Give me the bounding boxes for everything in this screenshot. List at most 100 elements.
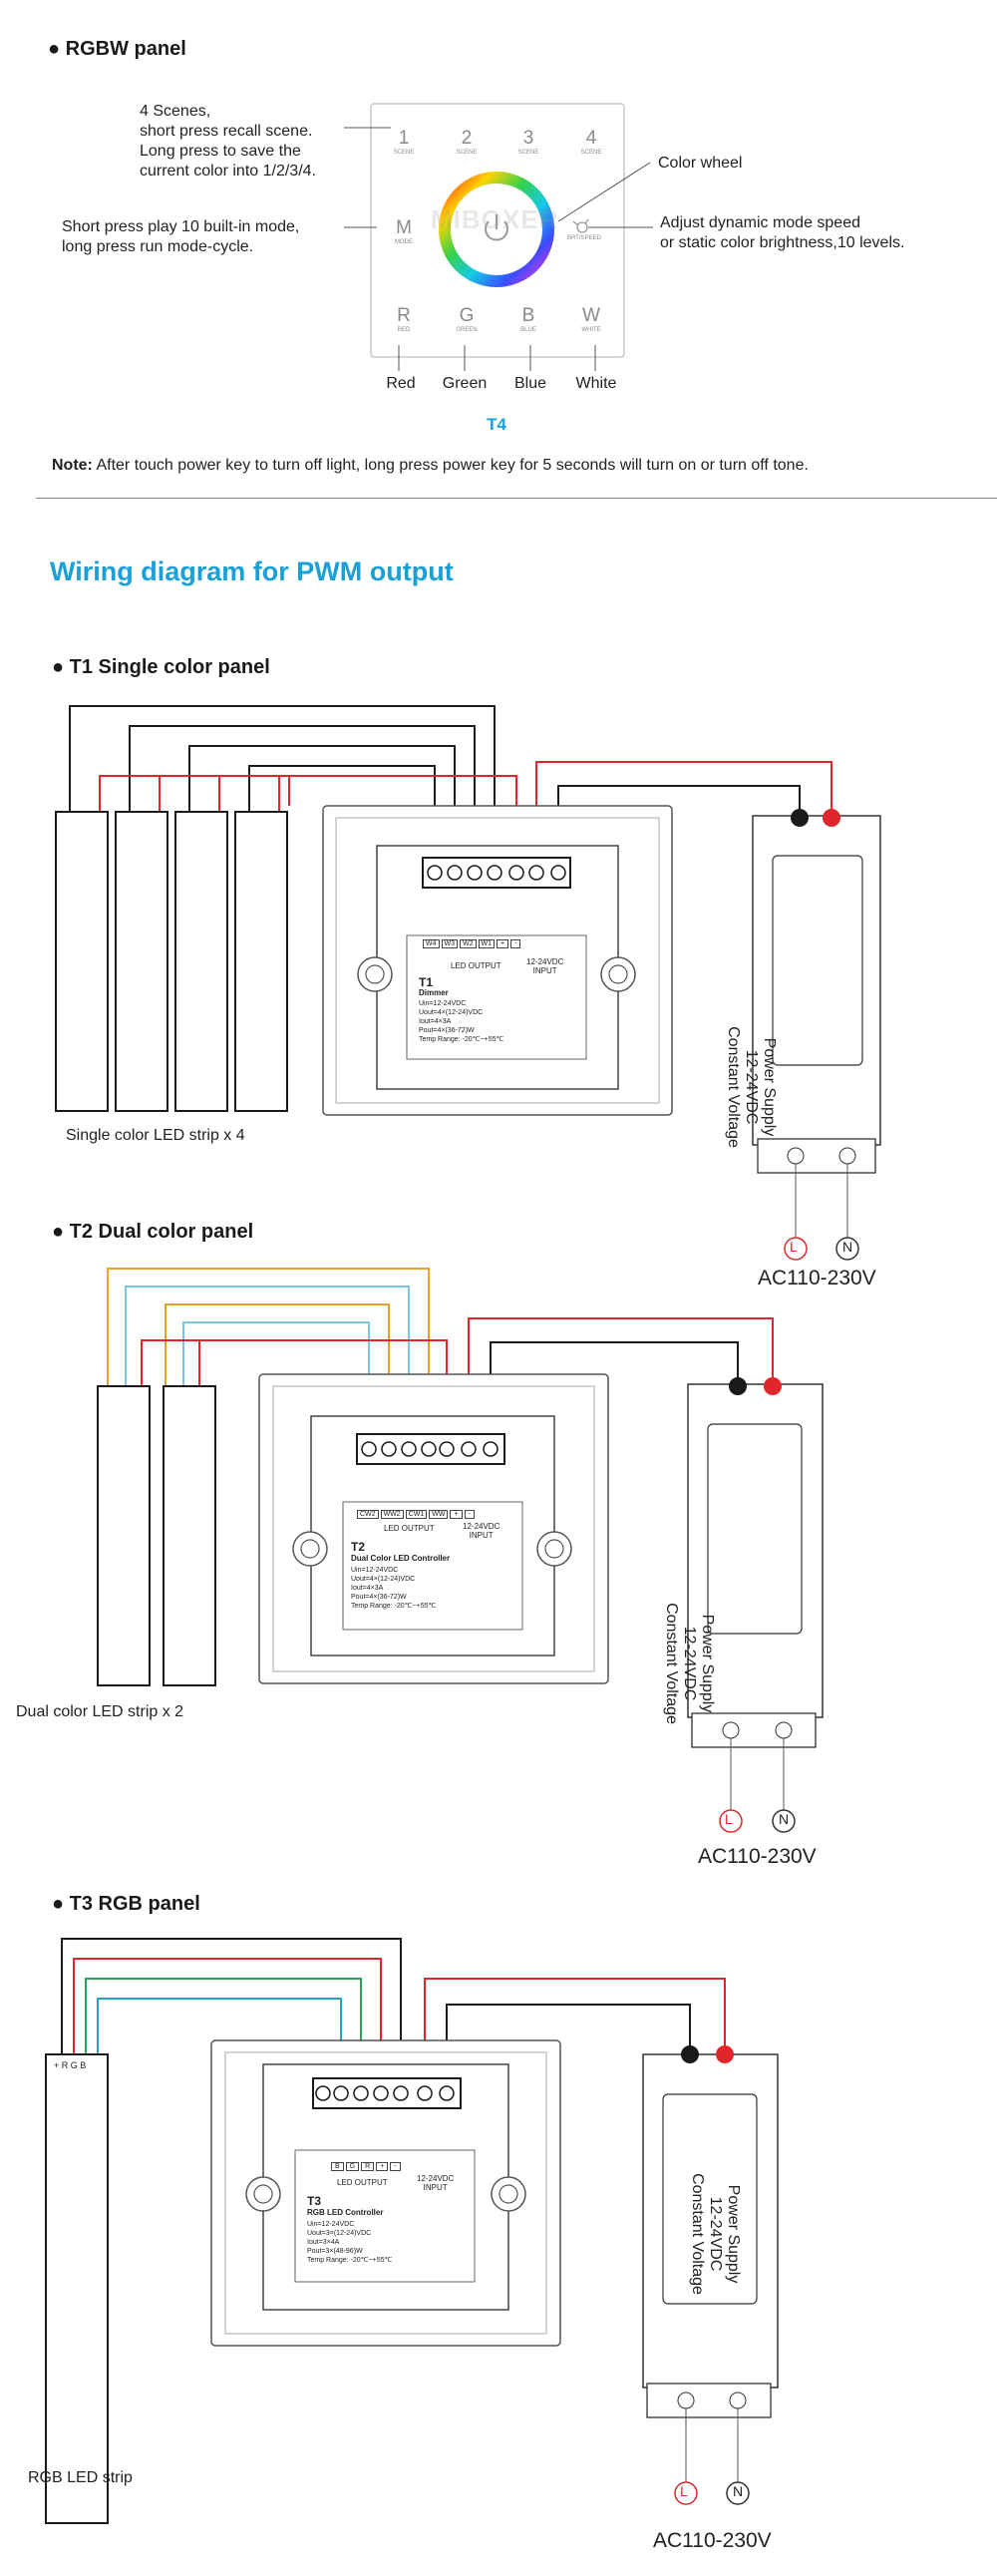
terminal: B	[331, 2162, 344, 2171]
t2-specs: Uin=12-24VDC Uout=4×(12-24)VDC Iout=4×3A…	[351, 1566, 436, 1611]
terminal: -	[464, 1510, 475, 1519]
spec: Uout=3×(12-24)VDC	[307, 2230, 372, 2237]
t3-wire-g	[85, 1978, 362, 2078]
rgbw-panel-graphic	[344, 103, 653, 371]
t1-model: T1	[419, 975, 434, 989]
t3-live-terminal	[674, 2481, 698, 2505]
color-label-white: White	[575, 375, 617, 392]
t3-label-card	[294, 2149, 476, 2283]
t2-strip-label: Dual color LED strip x 2	[16, 1703, 184, 1720]
t1-live-terminal	[784, 1237, 808, 1261]
terminal: -	[510, 939, 521, 948]
t1-terminal-labels: W4 W3 W2 W1 + -	[423, 939, 574, 948]
key-sub: SCENE	[456, 150, 478, 156]
speed-note: Adjust dynamic mode speed or static colo…	[660, 213, 904, 253]
t1-label-card	[406, 934, 587, 1060]
speed-key[interactable]: BRT/SPEED	[564, 235, 604, 241]
t2-diagram	[97, 1268, 824, 1833]
spec: Iout=4×3A	[419, 1018, 452, 1025]
t3-ac-label: AC110-230V	[653, 2529, 772, 2552]
rgbw-note: Note: After touch power key to turn off …	[52, 457, 809, 475]
rgbw-model-label: T4	[487, 415, 506, 434]
input-line: 12-24VDC	[463, 1522, 500, 1531]
key-sub: RED	[397, 327, 411, 333]
key-label: G	[459, 305, 475, 326]
scenes-note-line: 4 Scenes,	[140, 103, 211, 120]
t3-diagram	[45, 1938, 779, 2524]
terminal: WW	[429, 1510, 449, 1519]
t2-label-card	[342, 1501, 523, 1631]
t1-section-title: ● T1 Single color panel	[52, 656, 270, 678]
t2-live-terminal	[719, 1809, 743, 1833]
terminal: W2	[460, 939, 477, 948]
note-label: Note:	[52, 457, 93, 474]
speed-note-line: or static color brightness,10 levels.	[660, 234, 905, 251]
t1-led-strips	[55, 811, 288, 1112]
mode-note-line: long press run mode-cycle.	[62, 238, 254, 255]
t3-strip-label: RGB LED strip	[28, 2469, 133, 2486]
t2-model: T2	[351, 1540, 366, 1554]
input-line: INPUT	[532, 966, 557, 975]
key-sub: SCENE	[393, 150, 415, 156]
terminal: W3	[441, 939, 458, 948]
t3-section-title: ● T3 RGB panel	[52, 1893, 200, 1915]
t3-wire-pos	[61, 1938, 402, 2078]
key-sub: GREEN	[456, 327, 478, 333]
rgbw-section-title: ● RGBW panel	[48, 38, 186, 60]
t1-strip-label: Single color LED strip x 4	[66, 1127, 245, 1144]
ps-line: Constant Voltage	[663, 1603, 680, 1724]
key-sub: WHITE	[581, 327, 601, 333]
t1-live-label: L	[790, 1239, 798, 1255]
color-label-red: Red	[386, 375, 416, 392]
power-icon	[485, 214, 508, 241]
t2-wire-cw2	[125, 1286, 410, 1434]
color-label-green: Green	[442, 375, 488, 392]
t1-name: Dimmer	[419, 988, 449, 997]
t1-wire-w2	[129, 725, 476, 858]
spec: Pout=3×(48-96)W	[307, 2248, 363, 2255]
t3-model: T3	[307, 2194, 322, 2208]
t3-wire-r	[73, 1958, 382, 2078]
color-wheel	[439, 172, 554, 287]
t3-neutral-label: N	[733, 2483, 744, 2499]
input-line: INPUT	[469, 1531, 494, 1540]
ps-line: Constant Voltage	[725, 1026, 742, 1148]
t2-live-label: L	[725, 1811, 733, 1827]
t2-terminal-labels: CW2 WW2 CW1 WW + -	[357, 1510, 516, 1519]
spec: Iout=3×4A	[307, 2239, 340, 2246]
t3-title: T3 RGB panel	[69, 1893, 200, 1915]
spec: Pout=4×(36-72)W	[351, 1594, 407, 1601]
terminal: +	[376, 2162, 389, 2171]
t2-title: T2 Dual color panel	[69, 1221, 254, 1243]
t2-neutral-terminal	[772, 1809, 796, 1833]
scenes-note-line: Long press to save the	[140, 143, 301, 160]
t1-neutral-terminal	[835, 1237, 859, 1261]
wiring-title: Wiring diagram for PWM output	[50, 556, 454, 586]
key-label: 2	[461, 128, 473, 149]
t3-name: RGB LED Controller	[307, 2208, 384, 2217]
key-sub: SCENE	[580, 150, 602, 156]
key-label: W	[582, 305, 600, 326]
terminal: CW2	[357, 1510, 379, 1519]
t2-wire-ww2	[107, 1268, 430, 1434]
speed-icon	[572, 218, 589, 233]
t3-led-strip	[45, 2053, 109, 2524]
t2-led-strip-1	[97, 1385, 151, 1686]
terminal: W1	[478, 939, 495, 948]
terminal: G	[345, 2162, 360, 2171]
terminal: WW2	[380, 1510, 404, 1519]
terminal: -	[390, 2162, 401, 2171]
spec: Temp Range: -20℃~+55℃	[419, 1036, 504, 1043]
